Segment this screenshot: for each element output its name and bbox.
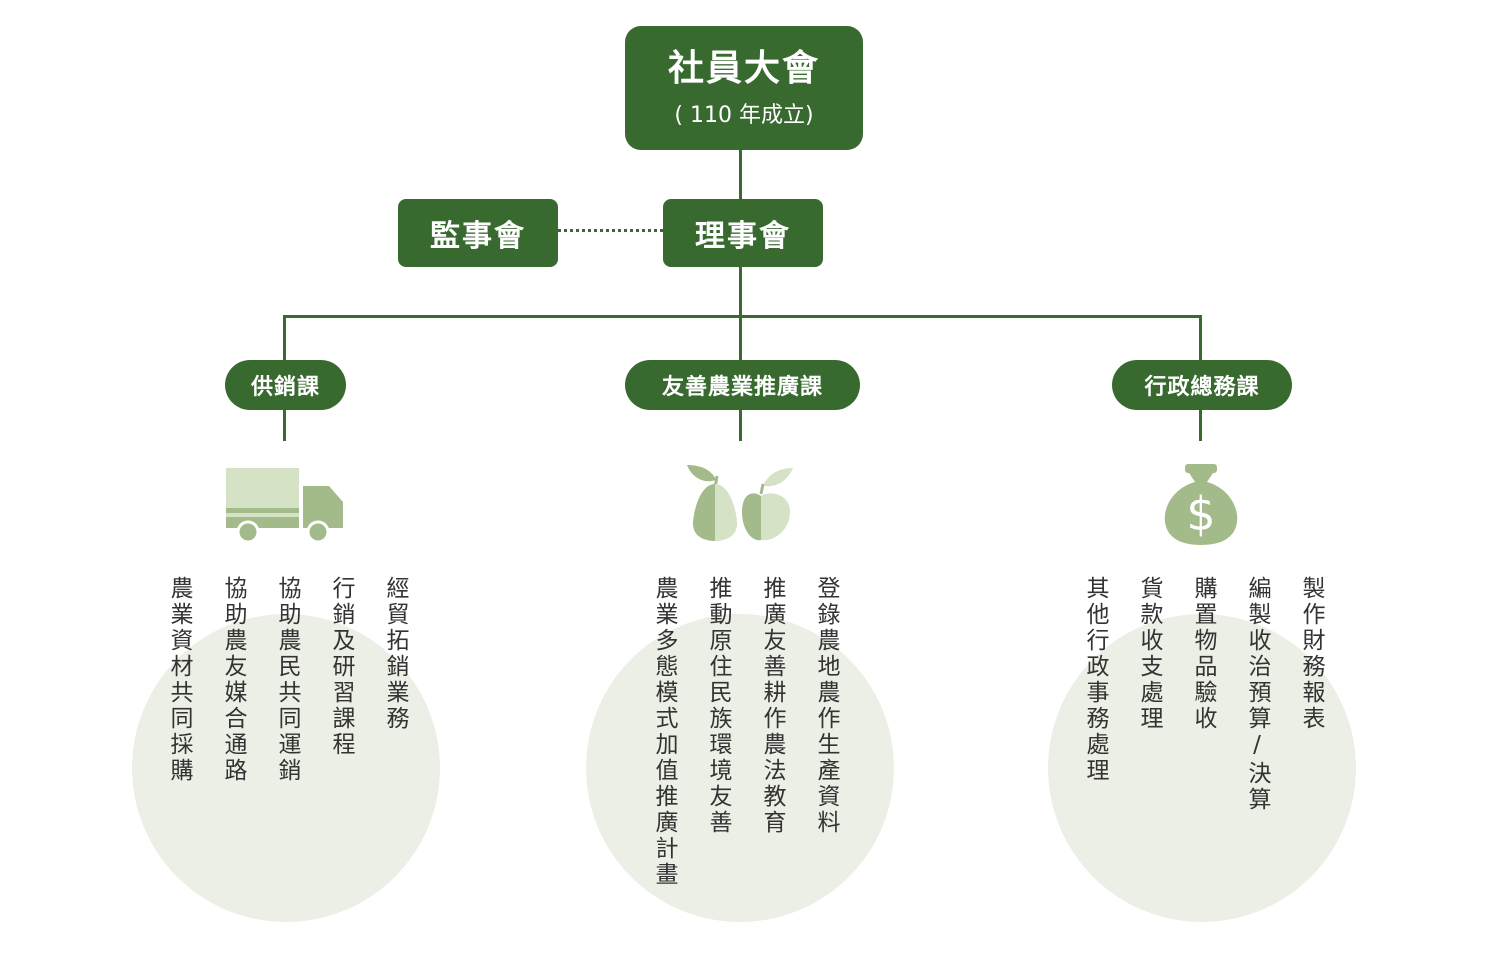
duty-item: 購置物品驗收 — [1190, 576, 1216, 732]
general-assembly-subtitle: ( 110 年成立) — [674, 102, 814, 128]
duty-item: 農業多態模式加值推廣計畫 — [651, 576, 677, 888]
duty-item: 行銷及研習課程 — [328, 576, 354, 758]
duty-item: 登錄農地農作生產資料 — [813, 576, 839, 836]
department-friendly-agriculture: 友善農業推廣課 — [625, 360, 860, 410]
board-label: 理事會 — [695, 219, 791, 254]
connector-top-board — [739, 150, 742, 200]
duty-item: 農業資材共同採購 — [166, 576, 192, 784]
pear-apple-icon — [687, 465, 793, 541]
truck-icon — [226, 468, 343, 544]
supervisors-label: 監事會 — [430, 219, 526, 254]
duty-circle-supply — [132, 614, 440, 922]
duty-item: 協助農民共同運銷 — [274, 576, 300, 784]
department-name: 供銷課 — [250, 375, 320, 400]
board-box: 理事會 — [663, 199, 823, 267]
duty-circle-agriculture — [586, 614, 894, 922]
duty-item: 推動原住民族環境友善 — [705, 576, 731, 836]
branch-horizontal — [283, 315, 1202, 318]
duty-item: 貨款收支處理 — [1136, 576, 1162, 732]
duty-item: 編製收治預算/決算 — [1244, 576, 1270, 813]
department-supply-sales: 供銷課 — [225, 360, 346, 410]
connector-board-branch — [739, 266, 742, 441]
department-name: 友善農業推廣課 — [661, 375, 823, 400]
general-assembly-box: 社員大會 ( 110 年成立) — [625, 26, 863, 150]
general-assembly-title: 社員大會 — [667, 48, 820, 90]
duty-circle-admin — [1048, 614, 1356, 922]
duty-item: 推廣友善耕作農法教育 — [759, 576, 785, 836]
money-bag-icon: $ — [1164, 464, 1238, 545]
duty-item: 其他行政事務處理 — [1082, 576, 1108, 784]
duty-item: 製作財務報表 — [1298, 576, 1324, 732]
connector-board-supervisors — [558, 229, 663, 232]
department-admin-affairs: 行政總務課 — [1112, 360, 1292, 410]
supervisors-box: 監事會 — [398, 199, 558, 267]
duty-item: 協助農友媒合通路 — [220, 576, 246, 784]
department-name: 行政總務課 — [1144, 375, 1260, 400]
duty-item: 經貿拓銷業務 — [382, 576, 408, 732]
svg-text:$: $ — [1186, 487, 1215, 541]
